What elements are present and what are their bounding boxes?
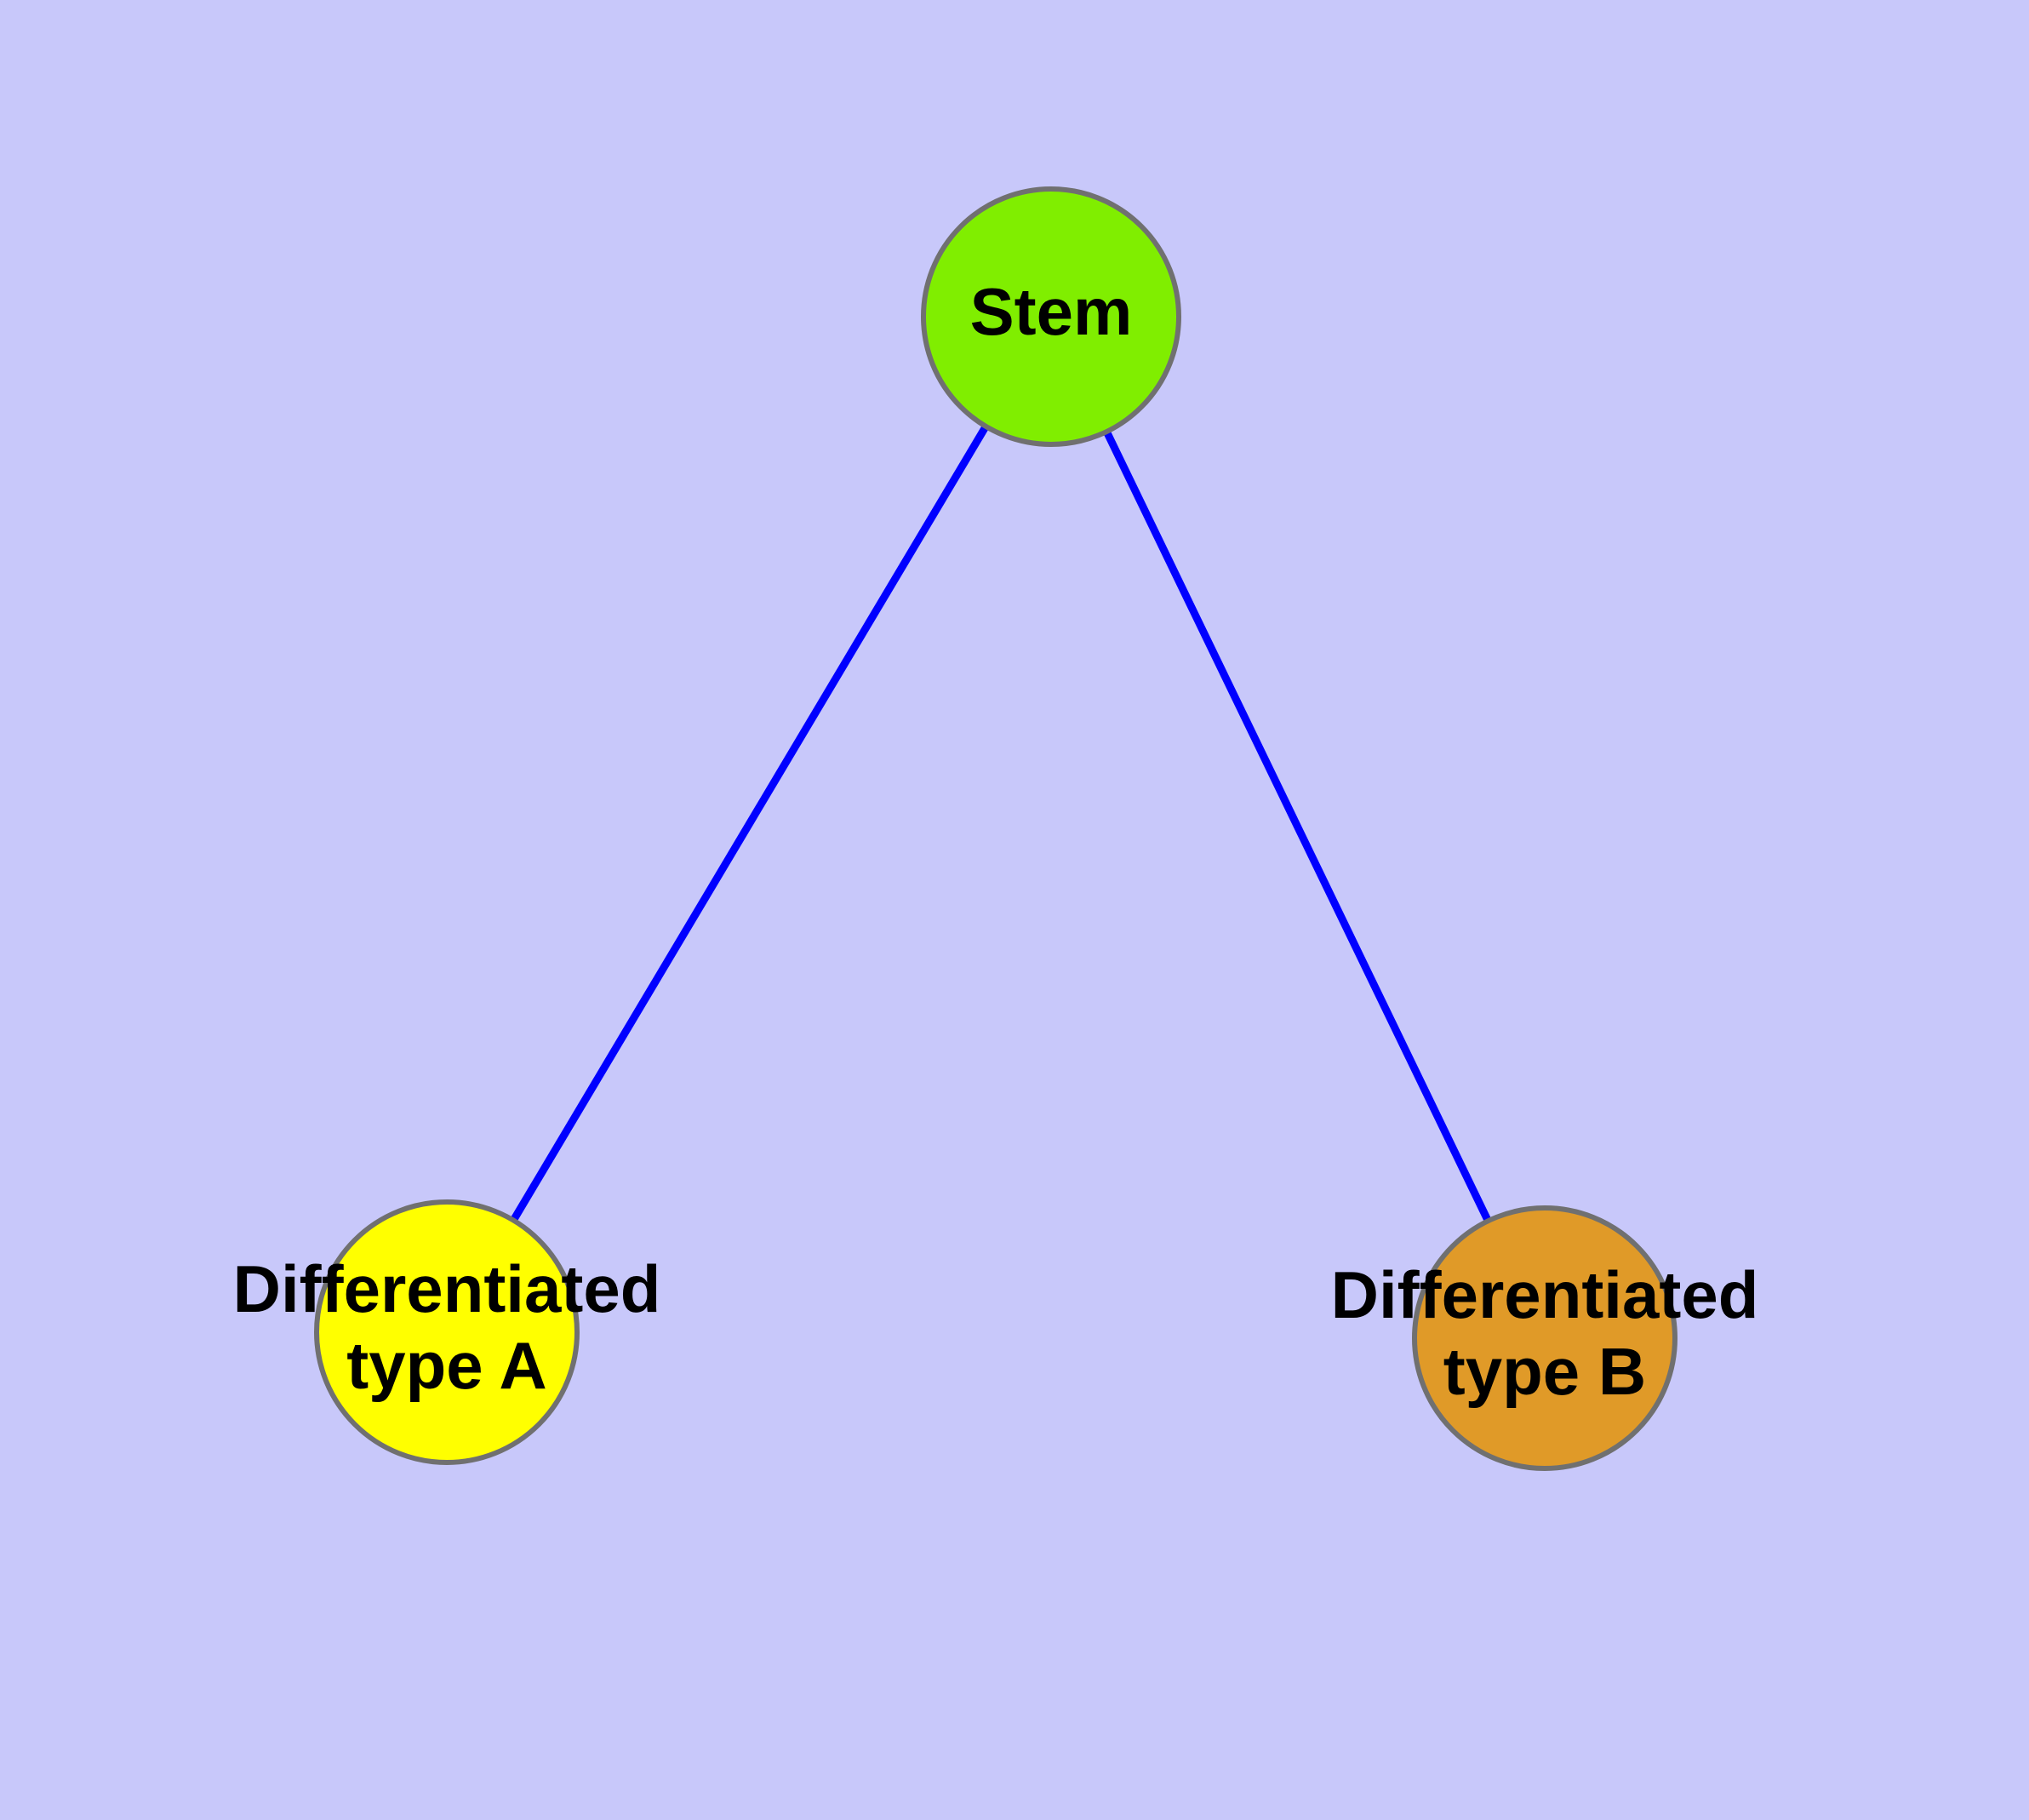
edge-layer xyxy=(443,314,1549,1340)
edge-stem-to-diff_a[interactable] xyxy=(443,314,1055,1335)
node-label-line: Differentiated xyxy=(1331,1256,1759,1331)
node-diff_b[interactable] xyxy=(1412,1205,1677,1471)
node-stem[interactable] xyxy=(921,186,1181,447)
node-layer xyxy=(314,186,1677,1471)
node-label-line: type A xyxy=(346,1328,547,1403)
edge-stem-to-diff_b[interactable] xyxy=(1047,315,1549,1340)
node-label-line: Differentiated xyxy=(233,1251,661,1325)
node-label-line: type B xyxy=(1443,1334,1646,1409)
node-label-stem: Stem xyxy=(970,274,1133,349)
node-diff_a[interactable] xyxy=(314,1199,580,1465)
node-label-line: Stem xyxy=(970,274,1133,349)
